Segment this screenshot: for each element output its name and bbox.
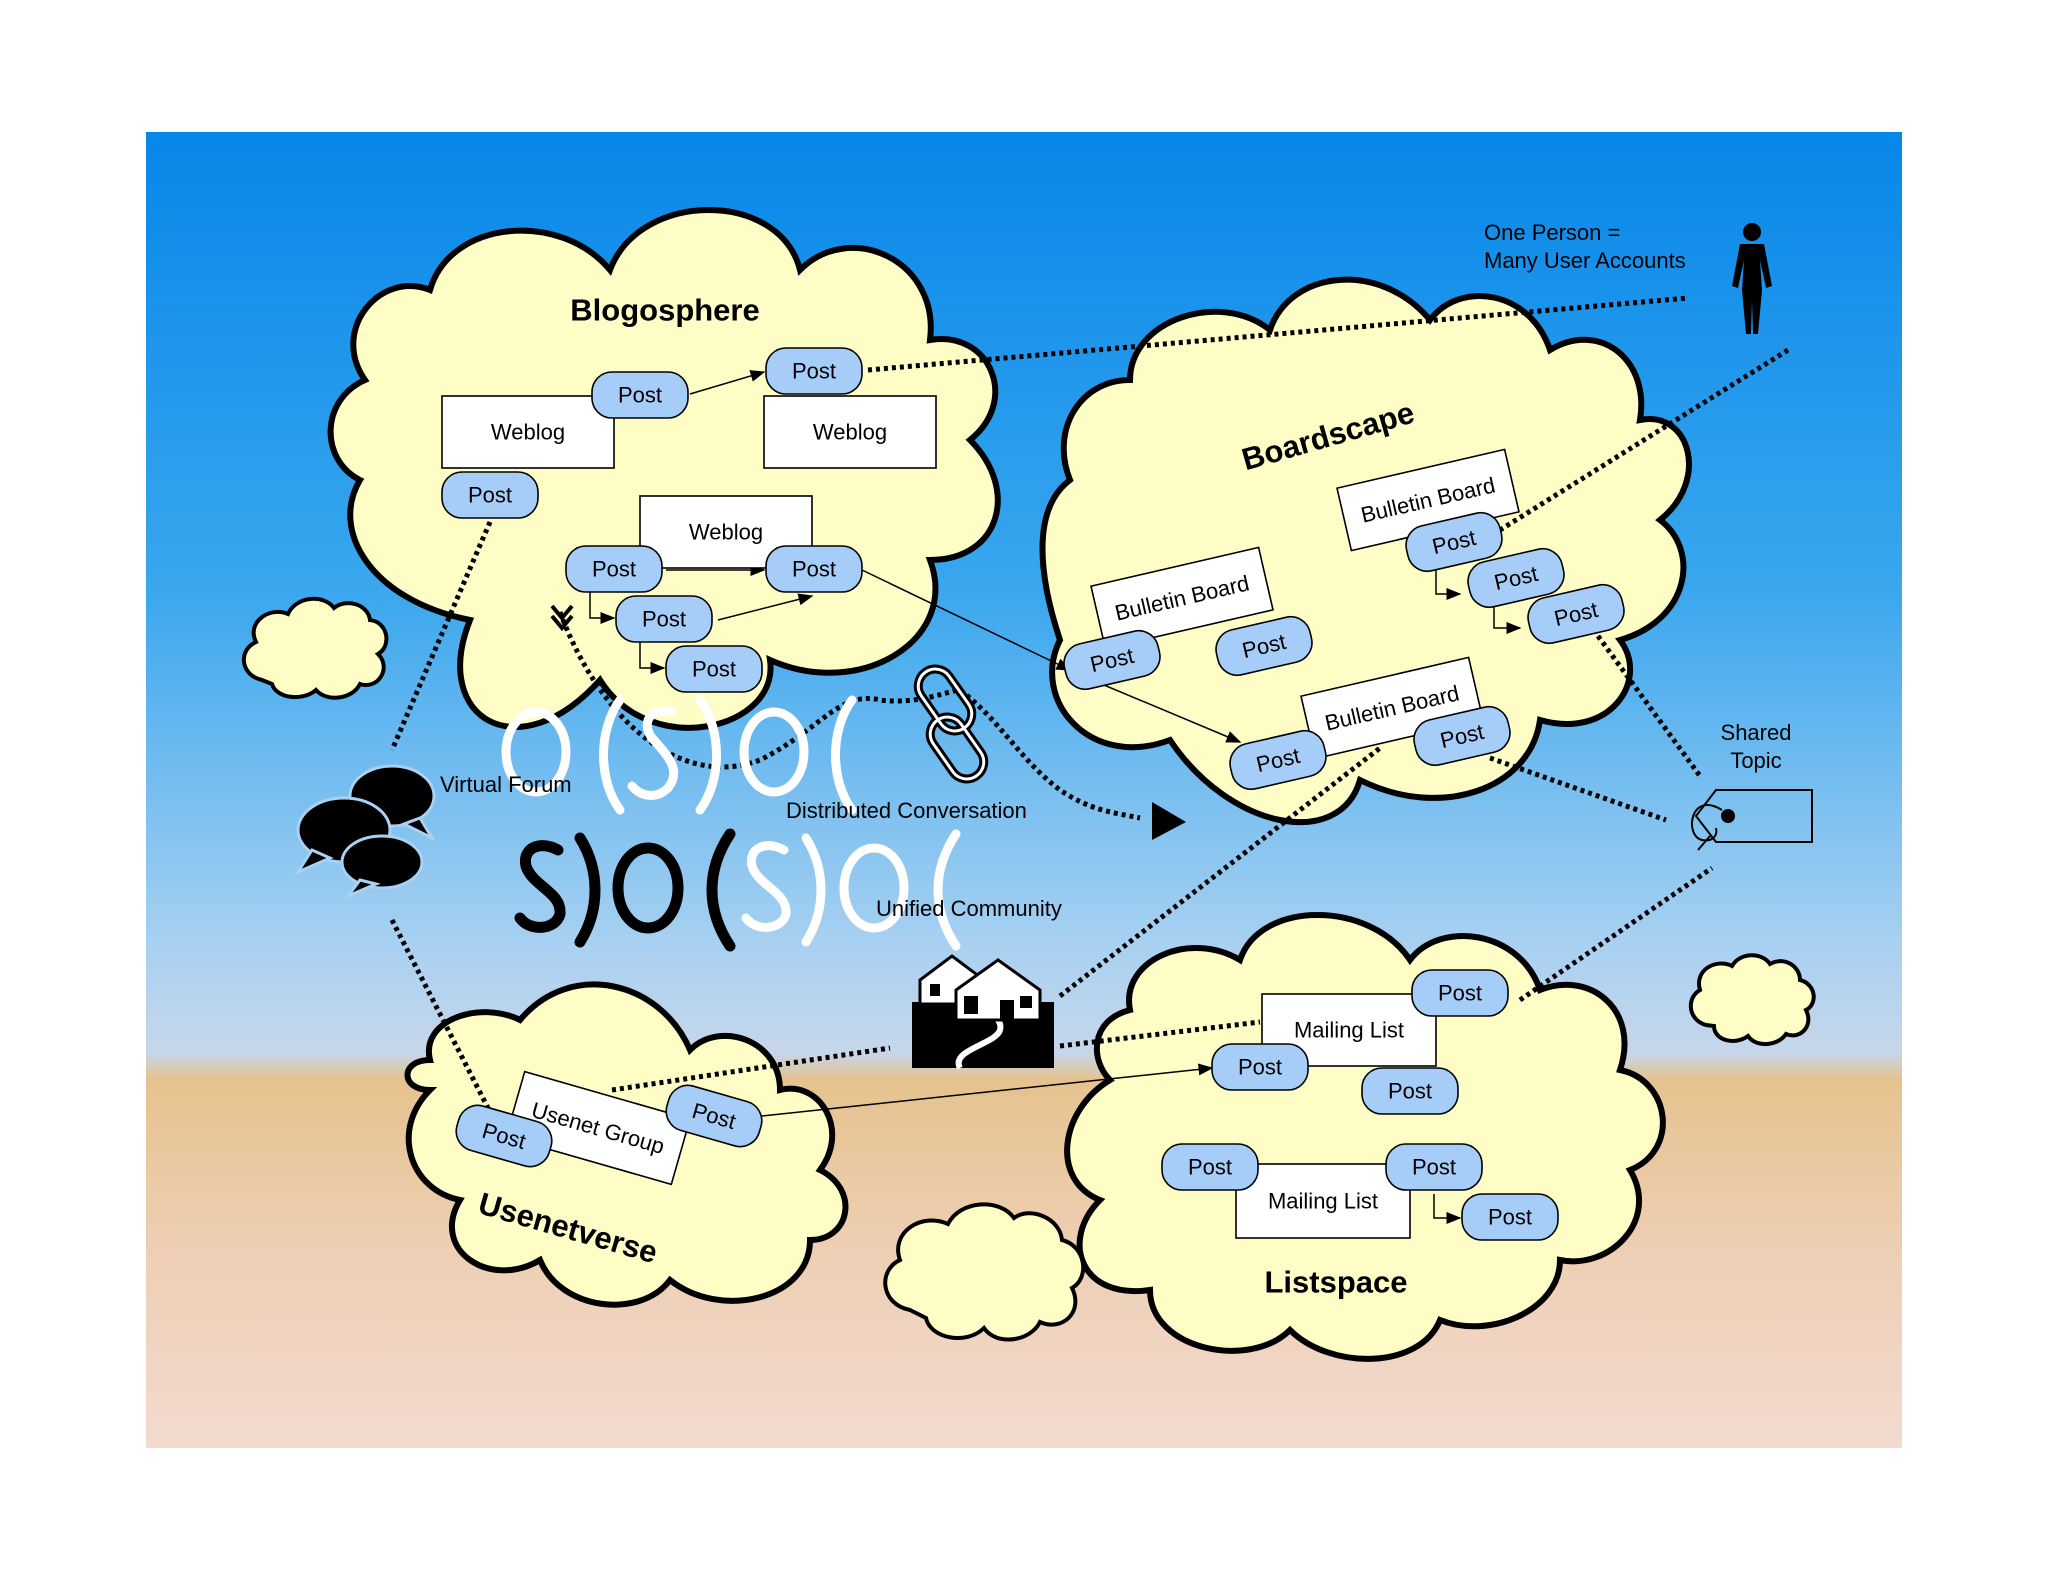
post-node: Post xyxy=(1413,705,1511,767)
bulletin-board-container: Bulletin Board xyxy=(1336,448,1520,552)
shared-topic-caption-line2: Topic xyxy=(1730,748,1781,773)
post-label: Post xyxy=(1238,1055,1282,1080)
small-cloud-bottom xyxy=(883,1202,1086,1342)
usenet-group-container: Usenet Group xyxy=(504,1070,692,1186)
person-to-board-line xyxy=(1498,347,1790,533)
shared-topic-caption-line1: Shared xyxy=(1721,720,1792,745)
reply-arrow xyxy=(689,370,766,395)
community-line-list xyxy=(1059,1019,1261,1049)
conversation-arrowhead xyxy=(1152,802,1186,840)
shared-topic-line-list xyxy=(1518,865,1714,1003)
sioc-logo xyxy=(501,695,961,952)
reply-arrow xyxy=(589,590,616,624)
post-node: Post xyxy=(665,1084,763,1148)
small-cloud-right xyxy=(1689,953,1816,1046)
post-node: Post xyxy=(565,545,663,593)
small-cloud-left xyxy=(241,596,389,700)
chain-link-icon-highlight xyxy=(916,667,986,781)
post-node: Post xyxy=(441,471,539,519)
post-node: Post xyxy=(1211,1043,1309,1091)
container-label: Mailing List xyxy=(1294,1018,1404,1043)
post-node: Post xyxy=(591,371,689,419)
post-node: Post xyxy=(1405,511,1503,573)
post-label: Post xyxy=(792,557,836,582)
post-node: Post xyxy=(1361,1067,1459,1115)
post-node: Post xyxy=(1063,629,1161,691)
post-node: Post xyxy=(1467,547,1565,609)
post-node: Post xyxy=(1385,1143,1483,1191)
boardscape-cloud xyxy=(1039,276,1692,826)
post-label: Post xyxy=(1488,1205,1532,1230)
post-node: Post xyxy=(455,1104,553,1168)
reply-arrow xyxy=(761,1063,1214,1117)
post-node: Post xyxy=(615,595,713,643)
post-node: Post xyxy=(1527,583,1625,645)
reply-arrow xyxy=(1435,568,1462,600)
reply-arrow xyxy=(1493,604,1522,634)
post-node: Post xyxy=(1411,969,1509,1017)
reply-arrow xyxy=(1433,1194,1462,1224)
post-node: Post xyxy=(1461,1193,1559,1241)
post-node: Post xyxy=(765,545,863,593)
post-node: Post xyxy=(765,347,863,395)
distributed-conversation-line xyxy=(557,611,1141,821)
reply-arrow xyxy=(1091,679,1242,743)
post-label: Post xyxy=(468,483,512,508)
container-label: Mailing List xyxy=(1268,1189,1378,1214)
listspace-title: Listspace xyxy=(1264,1265,1407,1300)
post-label: Post xyxy=(1438,981,1482,1006)
listspace-cloud xyxy=(1064,912,1666,1362)
container-label: Weblog xyxy=(689,520,763,545)
post-label: Post xyxy=(1388,1079,1432,1104)
post-label: Post xyxy=(692,657,736,682)
virtual-forum-line-bottom xyxy=(389,918,491,1110)
container-label: Weblog xyxy=(813,420,887,445)
person-icon xyxy=(1732,223,1772,334)
bulletin-board-container: Bulletin Board xyxy=(1090,546,1274,650)
distributed-conversation-caption: Distributed Conversation xyxy=(786,798,1027,823)
post-node: Post xyxy=(1215,615,1313,677)
blogosphere-title: Blogosphere xyxy=(570,293,759,328)
virtual-forum-line-top xyxy=(389,521,493,751)
reply-arrow xyxy=(639,640,666,674)
blogosphere-cloud xyxy=(327,207,1001,731)
speech-bubbles-icon xyxy=(294,764,436,900)
post-label: Post xyxy=(618,383,662,408)
post-label: Post xyxy=(642,607,686,632)
person-link-line xyxy=(867,295,1689,373)
container-label: Weblog xyxy=(491,420,565,445)
houses-icon xyxy=(912,954,1054,1070)
reply-arrow xyxy=(861,569,1072,671)
post-node: Post xyxy=(1161,1143,1259,1191)
tag-icon xyxy=(1690,789,1813,851)
unified-community-caption: Unified Community xyxy=(876,896,1062,921)
shared-topic-line-board2 xyxy=(1489,755,1667,823)
post-node: Post xyxy=(665,645,763,693)
reply-arrow xyxy=(717,593,814,621)
weblog-container: Weblog xyxy=(441,395,615,469)
person-caption-line2: Many User Accounts xyxy=(1484,248,1686,273)
post-label: Post xyxy=(792,359,836,384)
community-line-board xyxy=(1058,746,1382,998)
post-node: Post xyxy=(1229,729,1327,791)
community-line-usenet xyxy=(611,1045,891,1093)
post-label: Post xyxy=(1188,1155,1232,1180)
double-chevron-icon xyxy=(550,604,574,632)
post-label: Post xyxy=(1412,1155,1456,1180)
shared-topic-line-board xyxy=(1595,634,1703,778)
weblog-container: Weblog xyxy=(639,495,813,569)
person-caption-line1: One Person = xyxy=(1484,220,1620,245)
weblog-container: Weblog xyxy=(763,395,937,469)
post-label: Post xyxy=(592,557,636,582)
mailing-list-container: Mailing List xyxy=(1235,1163,1411,1239)
virtual-forum-caption: Virtual Forum xyxy=(440,772,572,797)
